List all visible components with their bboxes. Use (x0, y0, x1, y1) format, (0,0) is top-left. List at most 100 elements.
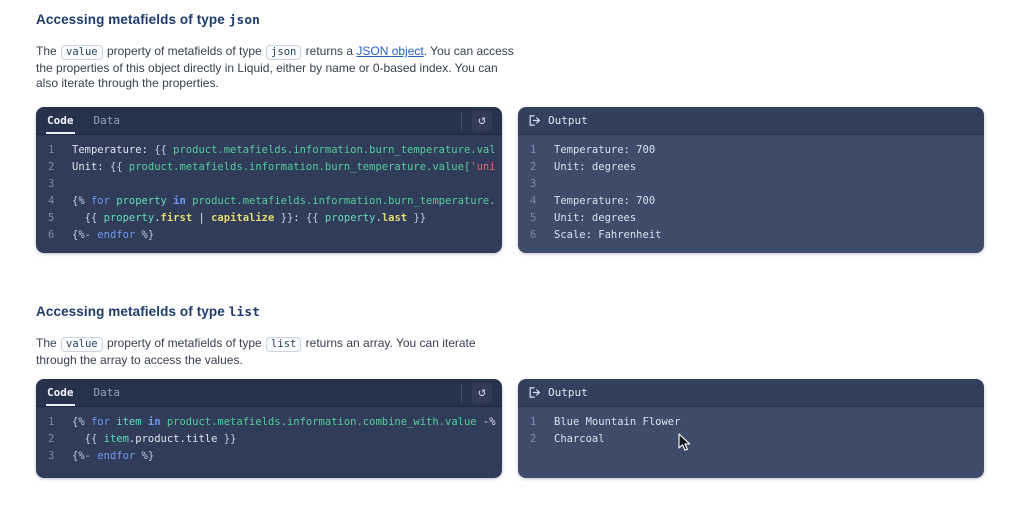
line-number: 3 (48, 178, 55, 190)
code-token: %} (135, 450, 155, 462)
output-title: Output (548, 114, 588, 127)
paragraph: The value property of metafields of type… (36, 336, 518, 368)
heading-text: Accessing metafields of type (36, 304, 229, 319)
line-number: 4 (48, 195, 55, 207)
refresh-wrap: ↺ (461, 382, 492, 403)
inline-code: json (266, 45, 302, 60)
line-number: 1 (48, 416, 55, 428)
code-token: }} (274, 212, 294, 224)
paragraph-text: . You can access the properties of this … (36, 44, 514, 90)
code-token (72, 431, 85, 448)
line-number: 1 (530, 416, 537, 428)
code-editor-body: 1{% for item in product.metafields.infor… (36, 407, 502, 478)
code-token: : (293, 212, 306, 224)
output-text: Unit: degrees (554, 212, 637, 224)
output-panel-header: Output (518, 379, 984, 407)
line-number: 2 (48, 433, 55, 445)
json-object-link[interactable]: JSON object (356, 44, 424, 58)
code-line: 3 {%- endfor %} (48, 448, 502, 465)
section-heading-json: Accessing metafields of type json (36, 12, 260, 28)
line-number: 3 (48, 450, 55, 462)
line-number: 4 (530, 195, 537, 207)
inline-code: value (61, 45, 103, 60)
code-token: . (154, 212, 161, 224)
code-tabs: Code Data (46, 107, 461, 134)
code-token: %} (135, 229, 155, 241)
tab-data[interactable]: Data (93, 386, 121, 399)
line-number: 5 (530, 212, 537, 224)
output-text: Unit: degrees (554, 161, 637, 173)
code-panel-header: Code Data ↺ (36, 107, 502, 135)
output-title: Output (548, 386, 588, 399)
code-token: first (160, 212, 193, 224)
section-heading-list: Accessing metafields of type list (36, 304, 260, 320)
output-text: Temperature: 700 (554, 195, 656, 207)
tab-code[interactable]: Code (46, 379, 75, 406)
output-line: 2 Unit: degrees (530, 159, 984, 176)
code-token: property (103, 212, 155, 224)
heading-text: Accessing metafields of type (36, 12, 229, 27)
code-token: capitalize (211, 212, 275, 224)
code-token: for (90, 195, 117, 207)
refresh-button[interactable]: ↺ (472, 110, 492, 131)
paragraph: The value property of metafields of type… (36, 44, 518, 92)
code-token: item (103, 433, 129, 445)
output-line: 4 Temperature: 700 (530, 193, 984, 210)
code-tabs: Code Data (46, 379, 461, 406)
output-line: 5 Unit: degrees (530, 210, 984, 227)
code-token: {% (72, 195, 91, 207)
tab-code[interactable]: Code (46, 107, 75, 134)
code-token: -% (476, 416, 496, 428)
code-token: {{ (305, 212, 325, 224)
code-token: product.metafields.information.burn_temp… (192, 195, 496, 207)
paragraph-text: property of metafields of type (103, 44, 266, 58)
refresh-icon: ↺ (478, 113, 486, 128)
inline-code: value (61, 337, 103, 352)
refresh-button[interactable]: ↺ (472, 382, 492, 403)
output-arrow-icon (528, 386, 541, 399)
tab-data[interactable]: Data (93, 114, 121, 127)
paragraph-text: The (36, 44, 61, 58)
code-token: for (90, 416, 117, 428)
code-token: in (173, 195, 193, 207)
code-token: item (116, 416, 148, 428)
code-token: {%- (72, 229, 98, 241)
code-token: last (381, 212, 408, 224)
code-token: property (324, 212, 376, 224)
code-token: product.metafields.information.burn_temp… (173, 144, 496, 156)
inline-code: list (266, 337, 302, 352)
code-token: 'uni (470, 161, 496, 173)
line-number: 2 (48, 161, 55, 173)
line-number: 1 (48, 144, 55, 156)
paragraph-text: returns a (302, 44, 357, 58)
code-token: {{ (84, 433, 104, 445)
output-text: Charcoal (554, 433, 605, 445)
code-token: }} (407, 212, 427, 224)
code-line: 2 {{ item.product.title }} (48, 431, 502, 448)
refresh-wrap: ↺ (461, 110, 492, 131)
code-token: }} (217, 433, 237, 445)
code-token: endfor (97, 229, 136, 241)
output-arrow-icon (528, 114, 541, 127)
code-token: {%- (72, 450, 98, 462)
output-text: Blue Mountain Flower (554, 416, 681, 428)
line-number: 2 (530, 161, 537, 173)
line-number: 5 (48, 212, 55, 224)
code-token: {{ (84, 212, 104, 224)
code-token: endfor (97, 450, 136, 462)
line-number: 3 (530, 178, 537, 190)
code-line: 3 (48, 176, 502, 193)
heading-code-list: list (228, 305, 260, 320)
code-line: 6{%- endfor %} (48, 227, 502, 244)
code-token: {{ (109, 161, 129, 173)
